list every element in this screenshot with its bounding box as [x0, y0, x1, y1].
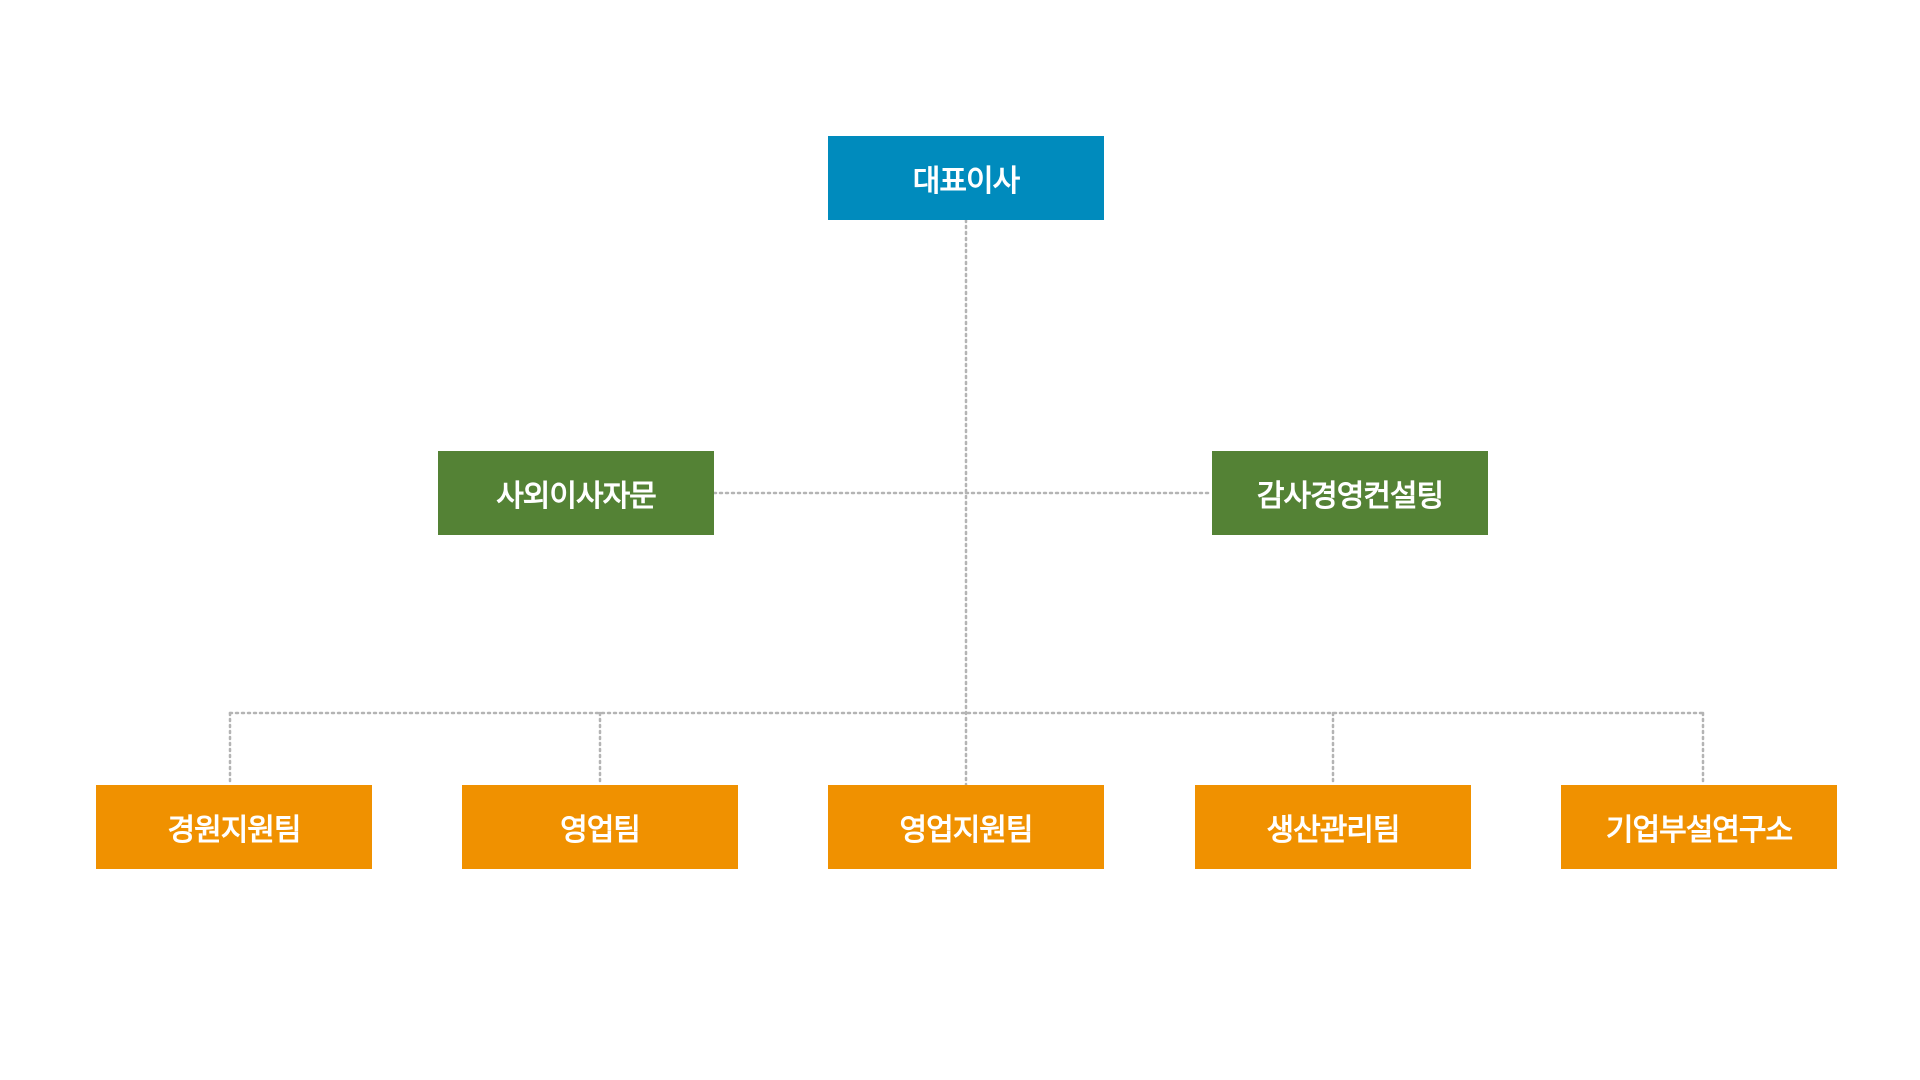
team-box-production-management: 생산관리팀	[1195, 785, 1471, 869]
team-label: 생산관리팀	[1266, 813, 1401, 848]
ceo-box: 대표이사	[828, 136, 1104, 220]
ceo-label: 대표이사	[912, 164, 1020, 199]
audit-consulting-label: 감사경영컨설팅	[1256, 479, 1444, 514]
team-label: 기업부설연구소	[1605, 813, 1793, 848]
team-label: 경원지원팀	[167, 813, 302, 848]
outside-director-advisory-label: 사외이사자문	[496, 479, 657, 514]
team-label: 영업지원팀	[899, 813, 1034, 848]
outside-director-advisory-box: 사외이사자문	[438, 451, 714, 535]
team-label: 영업팀	[560, 813, 641, 848]
audit-consulting-box: 감사경영컨설팅	[1212, 451, 1488, 535]
team-box-research-institute: 기업부설연구소	[1561, 785, 1837, 869]
team-box-sales: 영업팀	[462, 785, 738, 869]
team-box-management-support: 경원지원팀	[96, 785, 372, 869]
team-box-sales-support: 영업지원팀	[828, 785, 1104, 869]
